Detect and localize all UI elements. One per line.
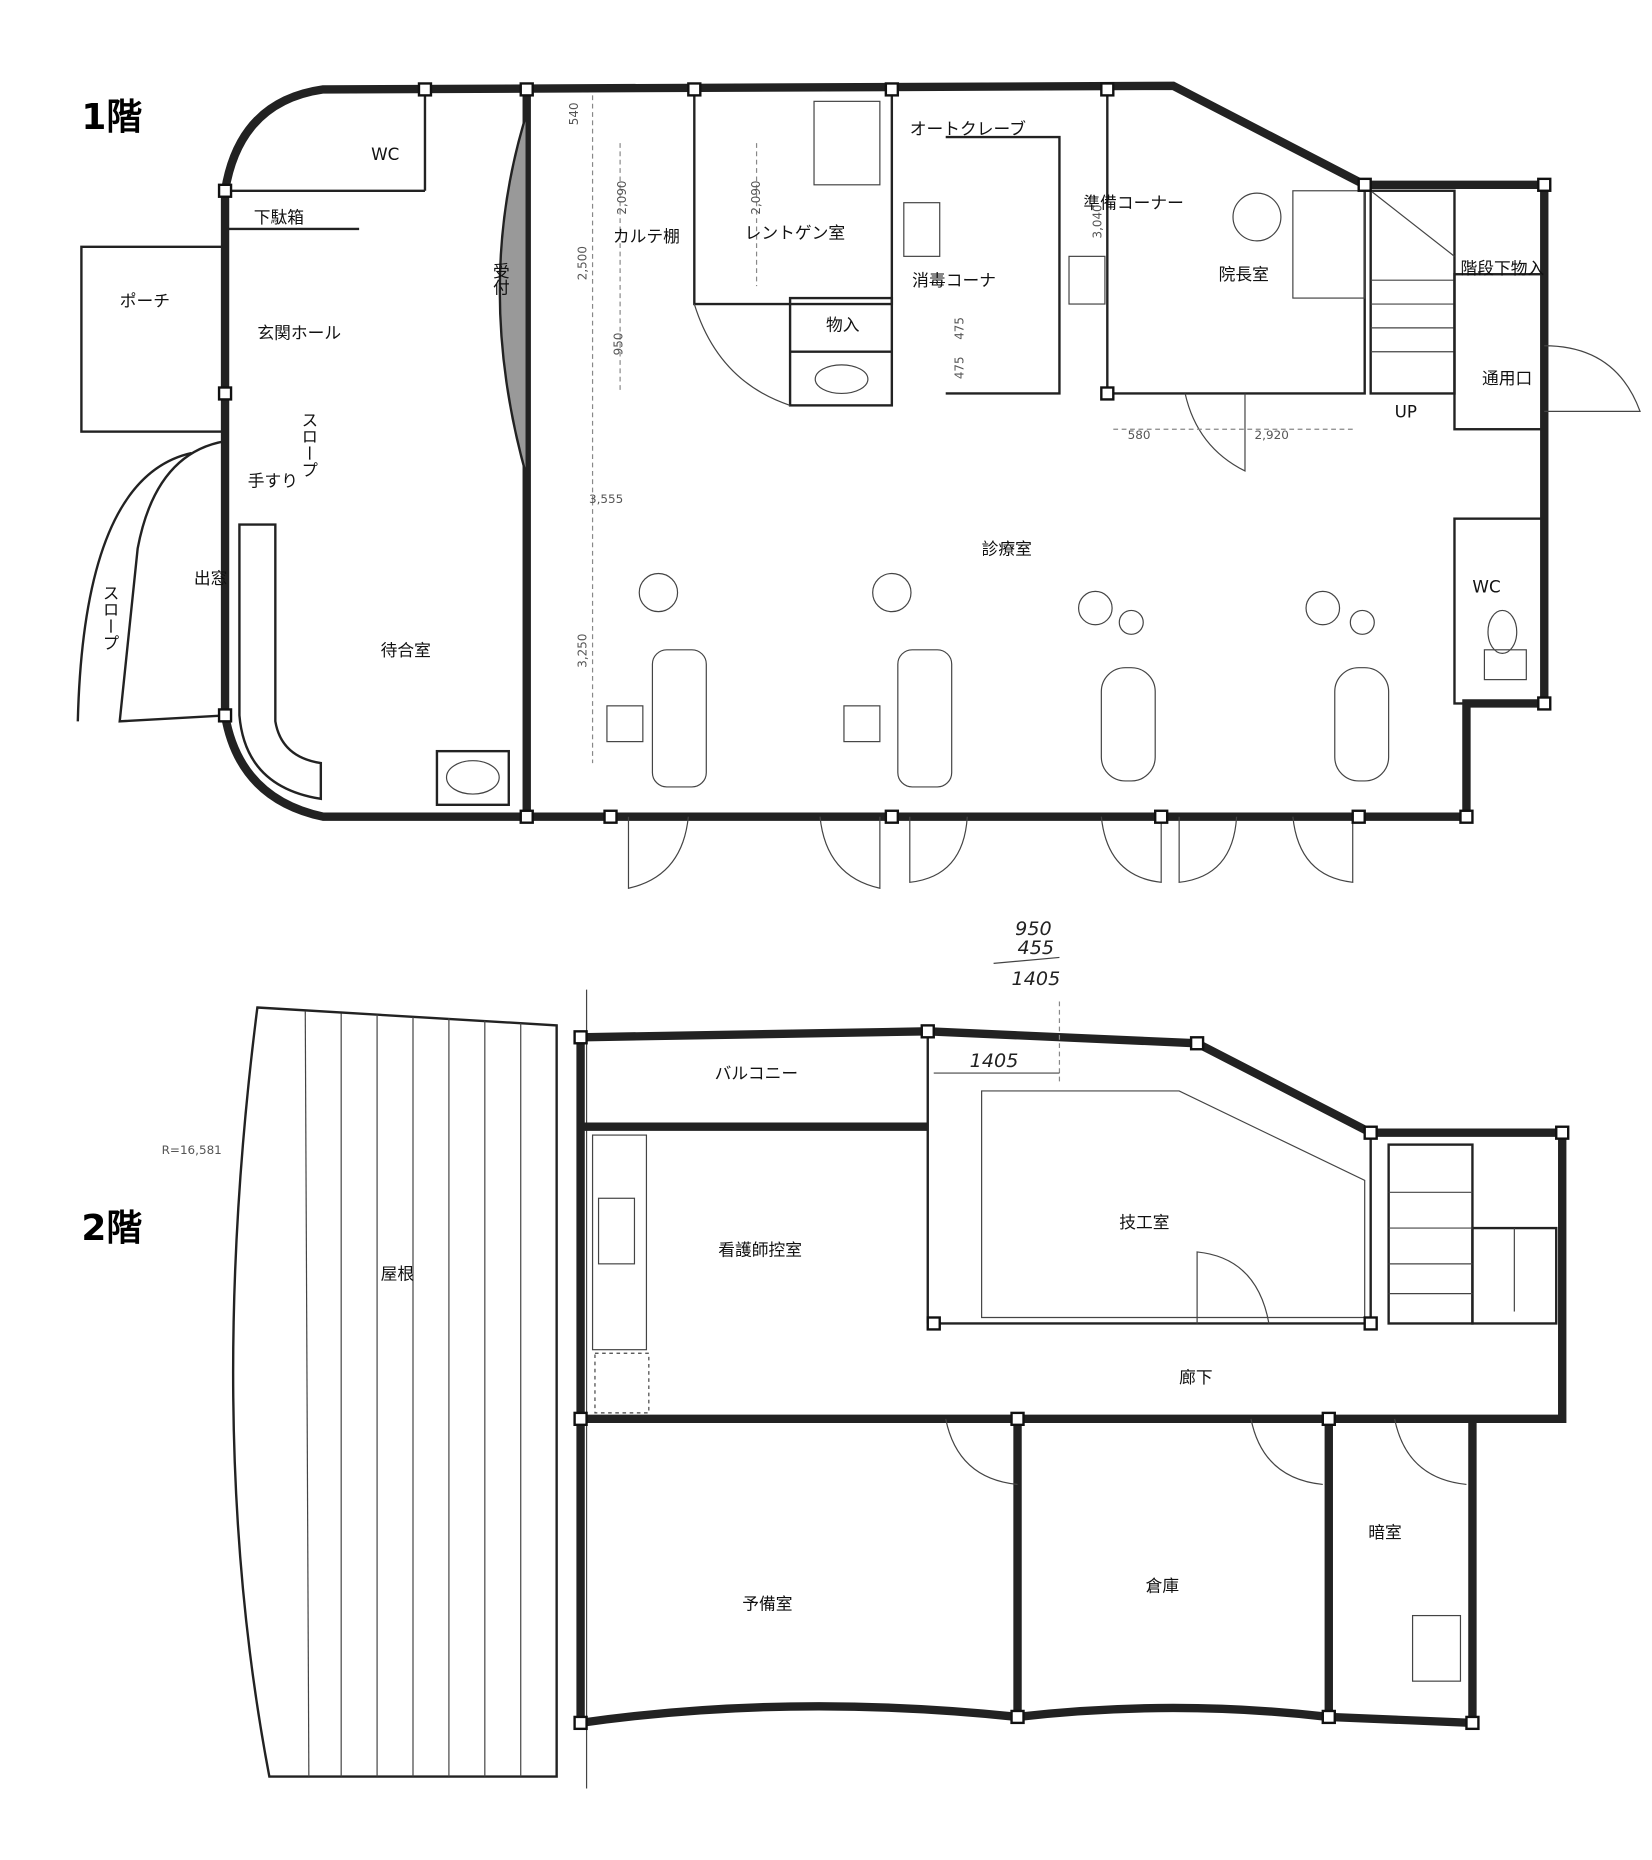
- label-up: UP: [1395, 401, 1417, 421]
- dim-label: 475: [953, 317, 967, 340]
- reception-counter: [498, 112, 528, 478]
- dim-label: 2,920: [1255, 428, 1289, 442]
- stairs-2f: [1387, 1143, 1558, 1325]
- dim-label: 2,090: [749, 180, 763, 214]
- floor-1-title: 1階: [81, 97, 142, 138]
- room-label-darkroom: 暗室: [1368, 1522, 1402, 1542]
- floor-2-title: 2階: [81, 1208, 142, 1249]
- floor-2-plan: 2階 R=16,581 屋根 バルコニー 看護師控室 技工室 廊下 予備室 倉庫…: [81, 917, 1570, 1789]
- label-roof: 屋根: [381, 1263, 415, 1283]
- room-label-waiting-room: 待合室: [381, 640, 431, 660]
- label-shoe-box: 下駄箱: [254, 207, 304, 227]
- dim-label: 475: [953, 356, 967, 379]
- columns-2f: [573, 1024, 1570, 1731]
- room-label-corridor: 廊下: [1179, 1367, 1213, 1387]
- dim-label: 580: [1128, 428, 1151, 442]
- room-label-spare: 予備室: [742, 1594, 792, 1614]
- room-label-porch: ポーチ: [120, 290, 170, 310]
- label-under-stair-storage: 階段下物入: [1460, 258, 1544, 278]
- exterior-wall-2f: [576, 1027, 1567, 1424]
- dim-label: 3,040: [1090, 204, 1104, 238]
- room-label-entrance-hall: 玄関ホール: [257, 323, 341, 343]
- columns: [217, 82, 1552, 824]
- dim-label: 950: [611, 333, 625, 356]
- label-handrail: 手すり: [248, 470, 298, 490]
- stairs: [1369, 189, 1456, 395]
- room-label-wc: WC: [371, 144, 399, 164]
- label-slope-inner: スロープ: [299, 411, 319, 478]
- room-label-nurse: 看護師控室: [718, 1240, 802, 1260]
- exterior-wall: [220, 81, 1549, 821]
- room-label-warehouse: 倉庫: [1146, 1576, 1180, 1596]
- dim-label: 2,500: [576, 246, 590, 280]
- room-label-xray: レントゲン室: [745, 222, 846, 242]
- label-service-entrance: 通用口: [1482, 368, 1532, 388]
- label-prep-corner: 準備コーナー: [1083, 193, 1184, 213]
- label-slope-outer: スロープ: [100, 584, 120, 651]
- room-label-lab: 技工室: [1119, 1212, 1169, 1232]
- label-autoclave: オートクレーブ: [910, 119, 1027, 139]
- label-storage: 物入: [826, 314, 860, 334]
- label-reception: 受付: [490, 262, 510, 297]
- label-bay-window: 出窓: [194, 568, 228, 588]
- dim-label: 2,090: [615, 180, 629, 214]
- dimension-1405: 1405: [970, 1049, 1019, 1072]
- room-label-balcony: バルコニー: [715, 1063, 798, 1083]
- handwritten-note: 1405: [1012, 967, 1061, 990]
- room-label-director: 院長室: [1219, 264, 1269, 284]
- dim-label: 3,555: [589, 492, 623, 506]
- floor-1-plan: 1階 WC 下駄箱 ポーチ 玄関ホール 受付 スロープ 手すり 出窓 スロープ …: [76, 81, 1641, 890]
- handwritten-note: 950: [1015, 917, 1052, 940]
- label-chart-shelf: カルテ棚: [613, 226, 680, 246]
- roof-lines: [304, 989, 588, 1789]
- dim-label: 3,250: [576, 634, 590, 668]
- dim-label: 540: [567, 102, 581, 125]
- handwritten-note: 455: [1018, 936, 1055, 959]
- room-label-treatment: 診療室: [982, 538, 1032, 558]
- dental-chairs: [606, 572, 1390, 788]
- room-label-wc2: WC: [1472, 577, 1500, 597]
- label-disinfection-corner: 消毒コーナ: [912, 270, 996, 290]
- label-radius: R=16,581: [162, 1143, 222, 1157]
